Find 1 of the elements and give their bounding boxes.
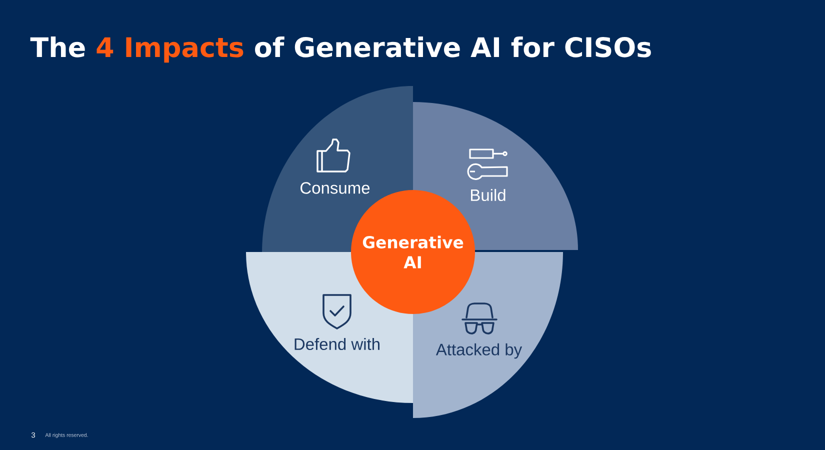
title: The 4 Impacts of Generative AI for CISOs [30,36,651,63]
